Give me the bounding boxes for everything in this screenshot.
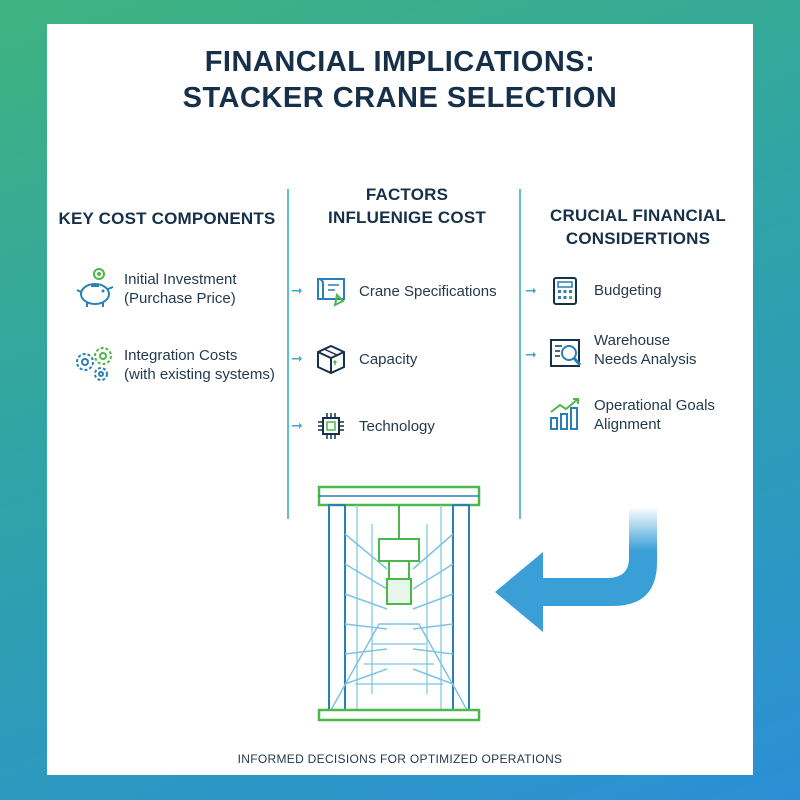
curved-arrow-icon (487, 502, 667, 657)
arrow-right-icon: ➞ (525, 282, 537, 298)
divider-right (519, 189, 521, 519)
technology-label: Technology (359, 418, 435, 435)
stacker-crane-illustration (317, 484, 487, 729)
operational-goals-text: Operational Goals Alignment (594, 396, 715, 434)
calculator-icon (549, 275, 581, 312)
warehouse-needs-text: Warehouse Needs Analysis (594, 331, 697, 369)
growth-chart-icon (548, 396, 584, 437)
initial-investment-line-2: (Purchase Price) (124, 290, 236, 307)
initial-investment-line-1: Initial Investment (124, 271, 237, 288)
arrow-right-icon: ➞ (525, 346, 537, 362)
blueprint-icon (315, 275, 349, 312)
document-search-icon (548, 337, 584, 376)
initial-investment-text: Initial Investment (Purchase Price) (124, 270, 237, 308)
warehouse-needs-line-2: Needs Analysis (594, 351, 697, 368)
right-column-heading-2: CONSIDERTIONS (565, 229, 711, 248)
integration-costs-text: Integration Costs (with existing systems… (124, 346, 275, 384)
footer-tagline: INFORMED DECISIONS FOR OPTIMIZED OPERATI… (237, 752, 563, 766)
integration-costs-line-1: Integration Costs (124, 347, 238, 364)
box-icon (315, 343, 347, 380)
arrow-right-icon: ➞ (291, 282, 303, 298)
operational-goals-line-1: Operational Goals (594, 397, 715, 414)
left-column-heading: KEY COST COMPONENTS (58, 209, 276, 228)
infographic-card: FINANCIAL IMPLICATIONS: STACKER CRANE SE… (47, 24, 753, 775)
integration-costs-line-2: (with existing systems) (124, 366, 275, 383)
piggy-bank-icon (75, 267, 117, 314)
chip-icon (316, 411, 346, 446)
arrow-right-icon: ➞ (291, 417, 303, 433)
warehouse-needs-line-1: Warehouse (594, 332, 671, 349)
budgeting-label: Budgeting (594, 282, 662, 299)
title-line-2: STACKER CRANE SELECTION (182, 82, 618, 114)
gears-icon (73, 344, 119, 389)
divider-left (287, 189, 289, 519)
operational-goals-line-2: Alignment (594, 416, 661, 433)
right-column-heading-1: CRUCIAL FINANCIAL (550, 206, 726, 225)
crane-specifications-label: Crane Specifications (359, 283, 497, 300)
capacity-label: Capacity (359, 351, 418, 368)
arrow-right-icon: ➞ (291, 350, 303, 366)
title-line-1: FINANCIAL IMPLICATIONS: (204, 46, 596, 78)
middle-column-heading-1: FACTORS (365, 185, 449, 204)
middle-column-heading-2: INFLUENIGE COST (328, 208, 486, 227)
